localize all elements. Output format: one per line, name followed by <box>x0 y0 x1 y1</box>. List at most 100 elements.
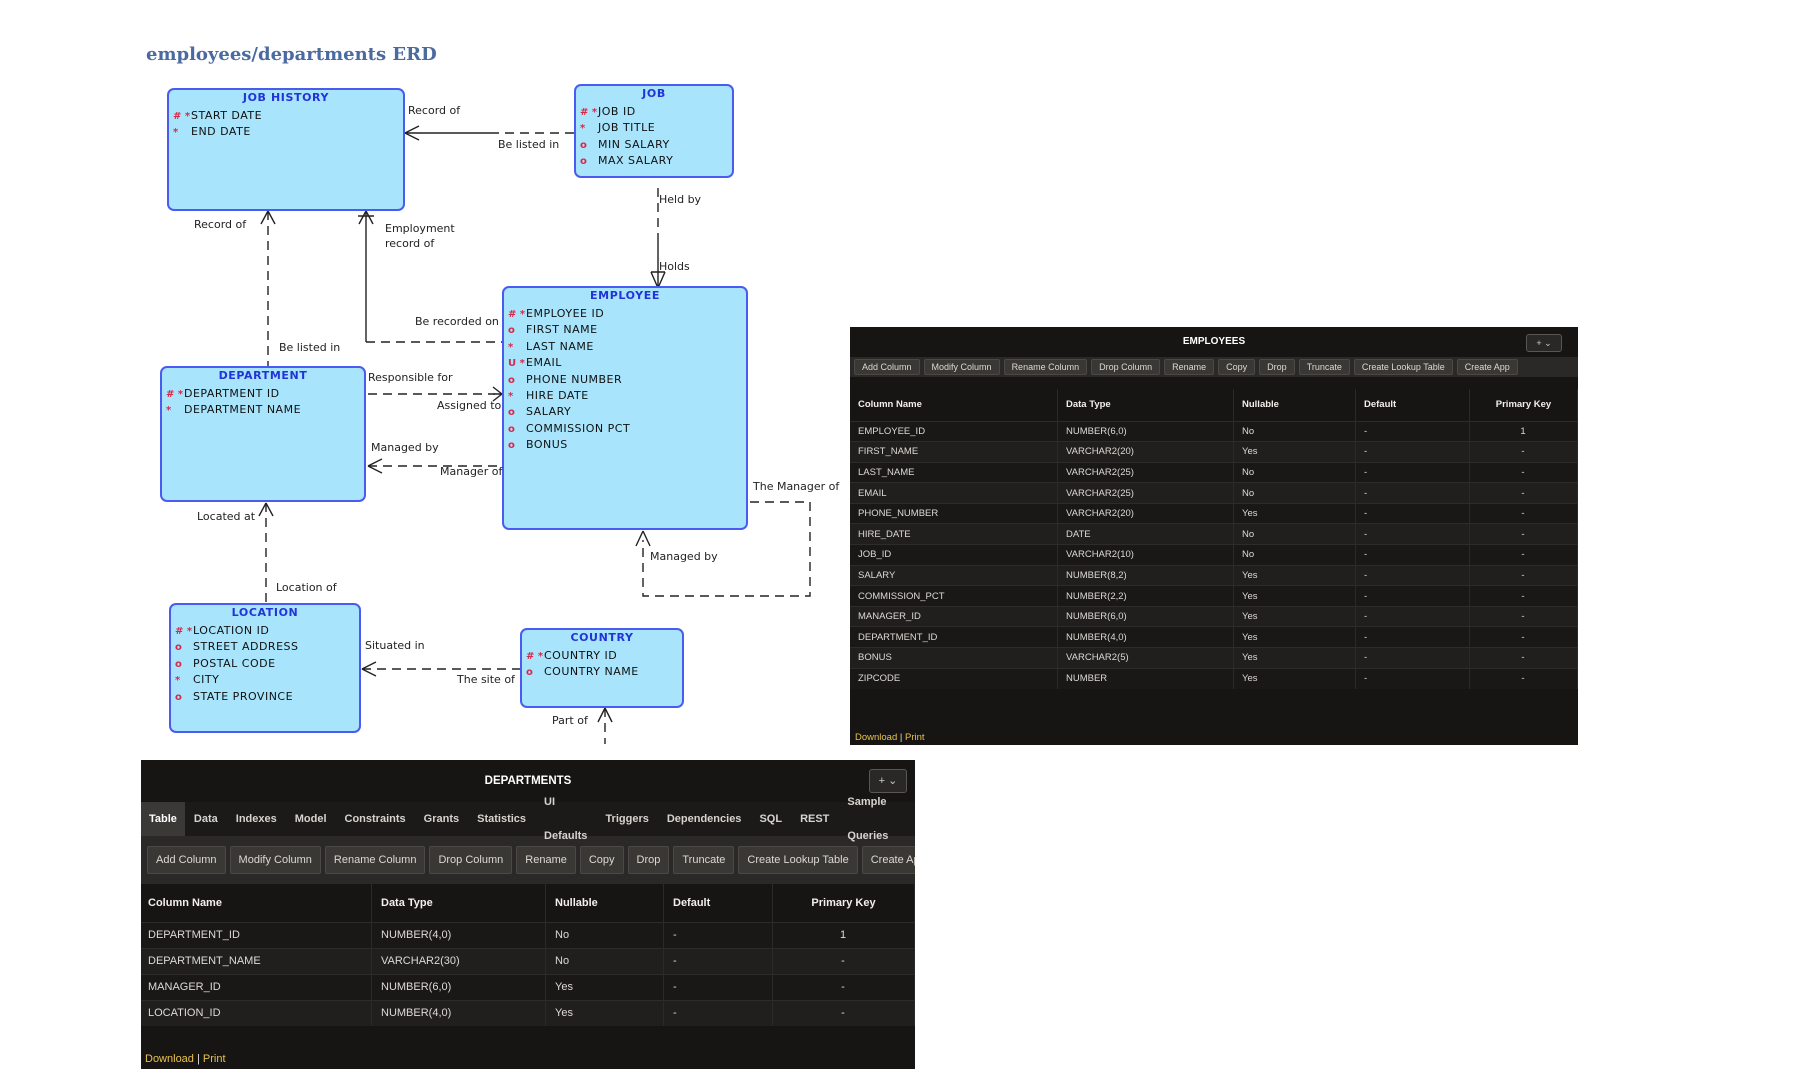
table-cell: VARCHAR2(10) <box>1057 544 1234 566</box>
table-cell: 1 <box>772 921 915 948</box>
footer-separator: | <box>899 732 903 743</box>
table-cell: - <box>1469 461 1578 483</box>
table-cell: NUMBER(4,0) <box>371 921 546 948</box>
table-cell: - <box>1355 420 1470 442</box>
rel-label-record-of: Record of <box>408 104 461 117</box>
tab-sample-queries[interactable]: Sample Queries <box>847 796 889 842</box>
entity-name: EMPLOYEE <box>590 289 660 302</box>
create-app-button[interactable]: Create App <box>861 846 915 874</box>
attribute: # *DEPARTMENT ID <box>166 387 280 400</box>
tab-indexes[interactable]: Indexes <box>235 813 277 825</box>
print-link[interactable]: Print <box>202 1053 226 1065</box>
tab-triggers[interactable]: Triggers <box>605 813 649 825</box>
drop-column-button[interactable]: Drop Column <box>1091 359 1161 375</box>
modify-column-button[interactable]: Modify Column <box>229 846 321 874</box>
table-cell: 1 <box>1469 420 1578 442</box>
entity-job-history[interactable]: JOB HISTORY # *START DATE *END DATE <box>167 88 405 211</box>
column-header[interactable]: Primary Key <box>772 884 915 922</box>
table-cell: NUMBER(6,0) <box>1057 420 1234 442</box>
rename-column-button[interactable]: Rename Column <box>1003 359 1088 375</box>
rel-label-manager-of: Manager of <box>440 465 503 478</box>
rename-button[interactable]: Rename <box>516 846 576 874</box>
tab-constraints[interactable]: Constraints <box>344 813 406 825</box>
tab-table[interactable]: Table <box>141 802 185 836</box>
create-app-button[interactable]: Create App <box>1456 359 1518 375</box>
add-column-button[interactable]: Add Column <box>854 359 920 375</box>
copy-button[interactable]: Copy <box>1218 359 1256 375</box>
tab-statistics[interactable]: Statistics <box>477 813 527 825</box>
table-cell: NUMBER(6,0) <box>371 973 546 1000</box>
column-header[interactable]: Data Type <box>1057 389 1234 421</box>
drop-button[interactable]: Drop <box>1259 359 1295 375</box>
column-header[interactable]: Default <box>1355 389 1470 421</box>
truncate-button[interactable]: Truncate <box>673 846 735 874</box>
table-cell: - <box>663 921 773 948</box>
column-header[interactable]: Primary Key <box>1469 389 1578 421</box>
table-cell: No <box>1233 544 1356 566</box>
entity-department[interactable]: DEPARTMENT # *DEPARTMENT ID *DEPARTMENT … <box>160 366 366 502</box>
download-link[interactable]: Download <box>145 1053 194 1065</box>
tab-grants[interactable]: Grants <box>423 813 460 825</box>
panel-menu-button[interactable]: + ⌄ <box>869 769 907 793</box>
attribute: *JOB TITLE <box>580 121 656 135</box>
tab-data[interactable]: Data <box>193 813 218 825</box>
column-header[interactable]: Column Name <box>141 884 372 922</box>
create-lookup-table-button[interactable]: Create Lookup Table <box>738 846 858 874</box>
table-cell: VARCHAR2(20) <box>1057 502 1234 524</box>
tab-sql[interactable]: SQL <box>759 813 783 825</box>
table-cell: DEPARTMENT_NAME <box>141 947 372 974</box>
column-header[interactable]: Nullable <box>1233 389 1356 421</box>
print-link[interactable]: Print <box>905 732 925 743</box>
entity-name: LOCATION <box>231 606 299 619</box>
table-cell: - <box>663 947 773 974</box>
tab-dependencies[interactable]: Dependencies <box>666 813 742 825</box>
truncate-button[interactable]: Truncate <box>1298 359 1350 375</box>
rename-column-button[interactable]: Rename Column <box>324 846 426 874</box>
drop-column-button[interactable]: Drop Column <box>429 846 513 874</box>
tab-rest[interactable]: REST <box>800 813 830 825</box>
download-link[interactable]: Download <box>855 732 898 743</box>
create-lookup-table-button[interactable]: Create Lookup Table <box>1353 359 1453 375</box>
attribute: # *START DATE <box>173 109 263 122</box>
copy-button[interactable]: Copy <box>579 846 624 874</box>
column-header[interactable]: Column Name <box>850 389 1058 421</box>
modify-column-button[interactable]: Modify Column <box>923 359 1000 375</box>
table-cell: DEPARTMENT_ID <box>141 921 372 948</box>
attribute: # *LOCATION ID <box>175 624 270 637</box>
attribute: *HIRE DATE <box>508 389 589 403</box>
tab-model[interactable]: Model <box>294 813 327 825</box>
column-header[interactable]: Nullable <box>545 884 664 922</box>
column-header[interactable]: Data Type <box>371 884 546 922</box>
drop-button[interactable]: Drop <box>627 846 670 874</box>
tab-ui-defaults[interactable]: UI Defaults <box>544 796 588 842</box>
panel-menu-button[interactable]: + ⌄ <box>1526 334 1562 352</box>
rename-button[interactable]: Rename <box>1164 359 1215 375</box>
add-column-button[interactable]: Add Column <box>147 846 226 874</box>
rel-label-be-listed-in: Be listed in <box>279 341 341 354</box>
table-cell: Yes <box>545 973 664 1000</box>
column-header[interactable]: Default <box>663 884 773 922</box>
entity-name: COUNTRY <box>570 631 634 644</box>
